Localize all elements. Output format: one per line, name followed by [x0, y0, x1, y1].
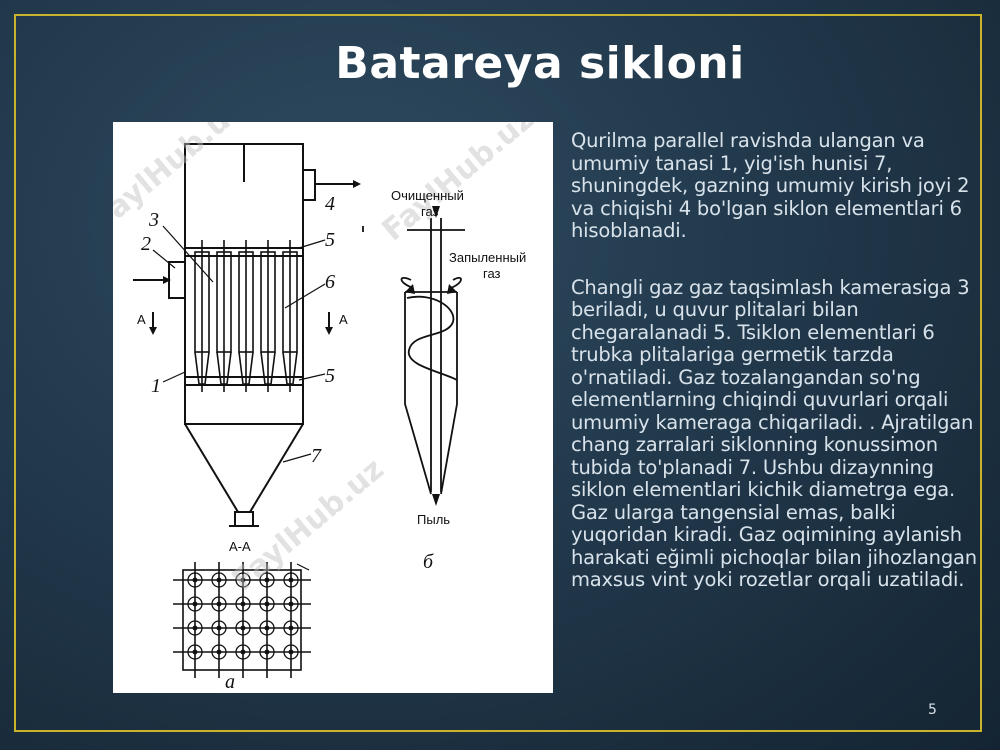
clean-gas-label-1: Очищенный — [391, 188, 464, 203]
cyclone-diagram: FaylHub.uz FaylHub.uz FaylHub.uz 3 2 4 5… — [113, 122, 541, 693]
slide-frame — [14, 14, 982, 732]
label-3: 3 — [148, 209, 159, 231]
page-number: 5 — [928, 702, 937, 718]
section-a-left: А — [137, 312, 146, 327]
paragraph-1: Qurilma parallel ravishda ulangan va umu… — [571, 129, 970, 242]
description-text: Qurilma parallel ravishda ulangan va umu… — [571, 129, 991, 626]
section-a-right: А — [339, 312, 348, 327]
dusty-gas-label-2: газ — [483, 266, 501, 281]
dusty-gas-label-1: Запыленный — [449, 250, 526, 265]
clean-gas-label-2: газ — [421, 204, 439, 219]
battery-cyclone-figure: FaylHub.uz FaylHub.uz FaylHub.uz 3 2 4 5… — [113, 122, 553, 693]
watermark: FaylHub.uz — [226, 452, 391, 598]
label-7: 7 — [311, 445, 322, 467]
label-6: 6 — [325, 271, 335, 293]
sub-label-b: б — [423, 551, 434, 573]
slide-title: Batareya sikloni — [335, 38, 745, 89]
single-cyclone-element — [362, 218, 465, 495]
label-5-top: 5 — [325, 229, 335, 251]
label-2: 2 — [141, 233, 151, 255]
label-1: 1 — [151, 375, 161, 397]
sub-label-a: а — [225, 671, 235, 693]
watermark: FaylHub.uz — [113, 122, 251, 238]
cyclone-elements — [194, 240, 298, 392]
paragraph-2: Changli gaz gaz taqsimlash kamerasiga 3 … — [571, 275, 977, 591]
section-label: А-А — [229, 539, 251, 554]
label-5-bottom: 5 — [325, 365, 335, 387]
dust-label: Пыль — [417, 512, 450, 527]
label-4: 4 — [325, 193, 335, 215]
